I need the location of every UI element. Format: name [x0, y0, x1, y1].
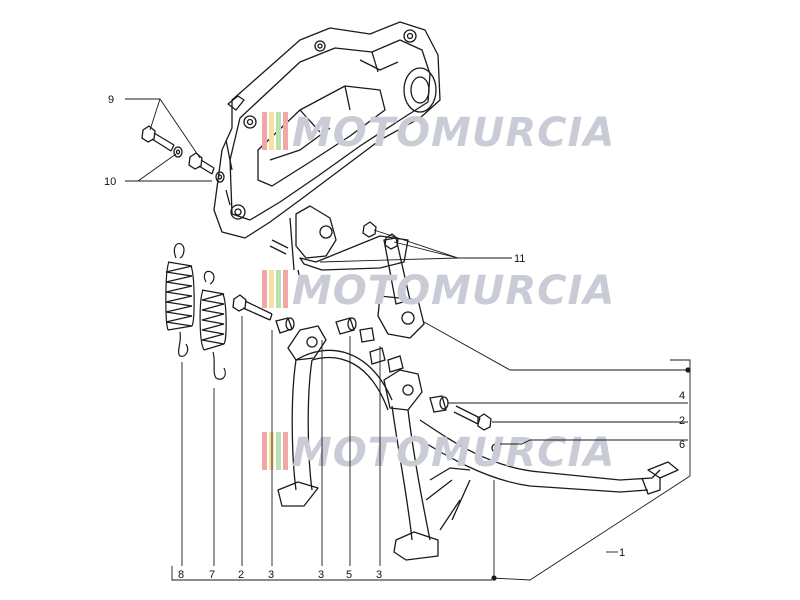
callout-1: 1 [619, 547, 625, 559]
pins-and-bushings [232, 221, 492, 431]
watermark-1: MOTOMURCIA [262, 110, 615, 156]
watermark-3: MOTOMURCIA [262, 430, 615, 476]
watermark-text: MOTOMURCIA [292, 110, 615, 156]
watermark-text: MOTOMURCIA [292, 268, 615, 314]
leader-lines [125, 98, 691, 581]
callout-10: 10 [104, 176, 116, 188]
mounting-bolts [141, 125, 225, 183]
callout-7: 7 [209, 569, 215, 581]
callout-2-bottom: 2 [238, 569, 244, 581]
callout-4: 4 [679, 390, 685, 402]
callout-9: 9 [108, 94, 114, 106]
callout-6: 6 [679, 439, 685, 451]
springs [165, 243, 227, 380]
callout-2-right: 2 [679, 415, 685, 427]
leader-dots [491, 367, 691, 581]
main-stand [277, 325, 679, 561]
watermark-text: MOTOMURCIA [292, 430, 615, 476]
engine-case [213, 21, 441, 239]
watermark-group: MOTOMURCIA MOTOMURCIA MOTOMURCIA [262, 110, 615, 476]
callout-5: 5 [346, 569, 352, 581]
callout-3-c: 3 [376, 569, 382, 581]
callout-8: 8 [178, 569, 184, 581]
callout-11: 11 [514, 253, 525, 265]
callout-labels: 9 10 11 4 2 6 1 8 7 2 3 3 5 3 [104, 94, 685, 581]
stand-bracket [289, 205, 425, 339]
callout-3-a: 3 [268, 569, 274, 581]
callout-3-b: 3 [318, 569, 324, 581]
watermark-2: MOTOMURCIA [262, 268, 615, 314]
